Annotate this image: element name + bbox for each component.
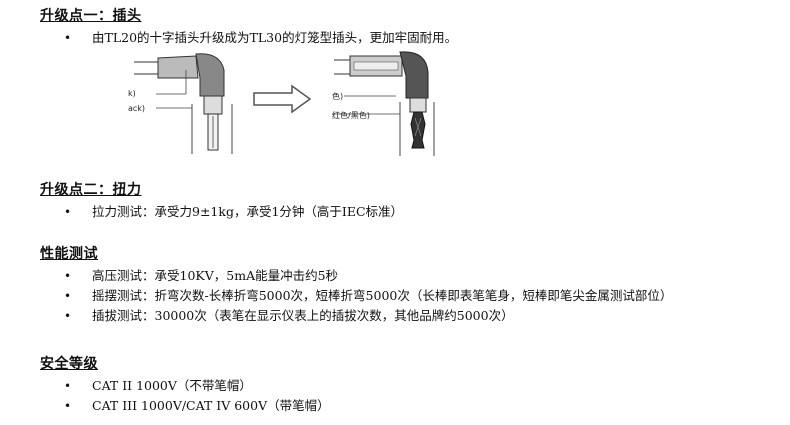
old-plug-diagram: k) ack) <box>128 46 258 158</box>
list-item: •摇摆测试：折弯次数-长棒折弯5000次，短棒折弯5000次（长棒即表笔笔身，短… <box>40 286 672 306</box>
bullet-icon: • <box>64 31 72 45</box>
section-heading-plug: 升级点一：插头 <box>40 8 142 24</box>
list-item: •由TL20的十字插头升级成为TL30的灯笼型插头，更加牢固耐用。 <box>40 28 457 48</box>
old-plug-label-1: k) <box>128 89 136 98</box>
bullet-icon: • <box>64 205 72 219</box>
bullet-icon: • <box>64 309 72 323</box>
list-item: •插拔测试：30000次（表笔在显示仪表上的插拔次数，其他品牌约5000次） <box>40 306 672 326</box>
plug-list: •由TL20的十字插头升级成为TL30的灯笼型插头，更加牢固耐用。 <box>40 28 457 48</box>
bullet-icon: • <box>64 399 72 413</box>
section-torque: 升级点二：扭力 •拉力测试：承受力9±1kg，承受1分钟（高于IEC标准） <box>40 180 403 222</box>
section-heading-safety: 安全等级 <box>40 356 98 372</box>
performance-list: •高压测试：承受10KV，5mA能量冲击约5秒 •摇摆测试：折弯次数-长棒折弯5… <box>40 266 672 326</box>
old-plug-drawing: k) ack) <box>128 53 233 154</box>
list-item: •高压测试：承受10KV，5mA能量冲击约5秒 <box>40 266 672 286</box>
arrow-right-icon <box>253 84 312 114</box>
section-safety: 安全等级 •CAT II 1000V（不带笔帽） •CAT III 1000V/… <box>40 354 330 416</box>
section-plug: 升级点一：插头 •由TL20的十字插头升级成为TL30的灯笼型插头，更加牢固耐用… <box>40 6 457 48</box>
new-plug-label-2: 红色/黑色) <box>332 110 370 120</box>
safety-list: •CAT II 1000V（不带笔帽） •CAT III 1000V/CAT I… <box>40 376 330 416</box>
list-item: •拉力测试：承受力9±1kg，承受1分钟（高于IEC标准） <box>40 202 403 222</box>
list-item: •CAT III 1000V/CAT IV 600V（带笔帽） <box>40 396 330 416</box>
new-plug-label-1: 色) <box>332 91 343 101</box>
new-plug-diagram: 色) 红色/黑色) <box>330 44 440 160</box>
bullet-icon: • <box>64 289 72 303</box>
bullet-icon: • <box>64 379 72 393</box>
section-performance: 性能测试 •高压测试：承受10KV，5mA能量冲击约5秒 •摇摆测试：折弯次数-… <box>40 244 672 326</box>
new-plug-drawing: 色) 红色/黑色) <box>332 51 435 156</box>
bullet-icon: • <box>64 269 72 283</box>
section-heading-torque: 升级点二：扭力 <box>40 182 142 198</box>
upgrade-arrow <box>252 84 314 114</box>
old-plug-label-2: ack) <box>128 104 145 113</box>
section-heading-performance: 性能测试 <box>40 246 98 262</box>
torque-list: •拉力测试：承受力9±1kg，承受1分钟（高于IEC标准） <box>40 202 403 222</box>
list-item: •CAT II 1000V（不带笔帽） <box>40 376 330 396</box>
